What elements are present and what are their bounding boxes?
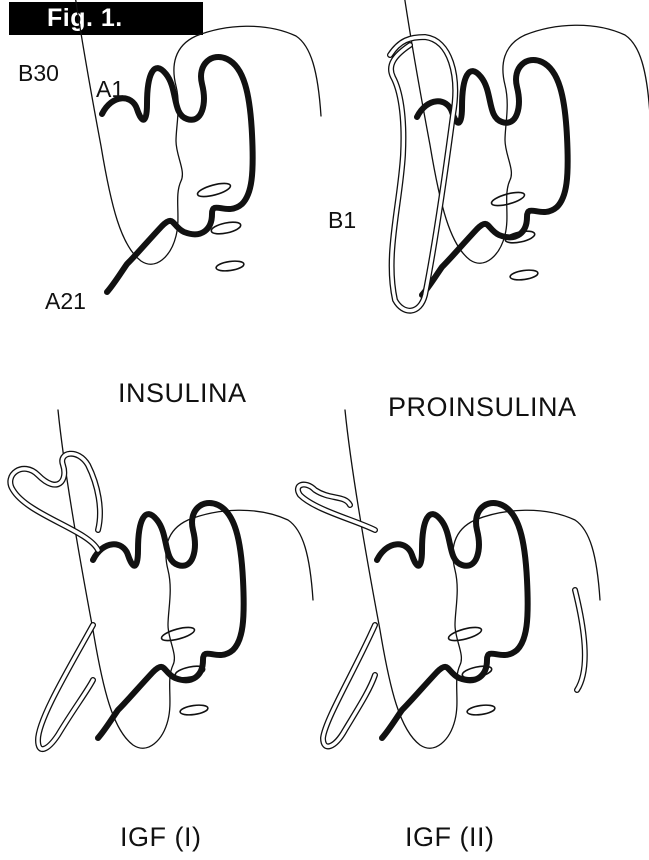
- label-a1: A1: [96, 76, 124, 103]
- igf1-structure: [10, 410, 313, 749]
- proinsulina-structure: [390, 0, 649, 311]
- igf2-structure: [298, 410, 600, 748]
- label-b1: B1: [328, 207, 356, 234]
- caption-proinsulina: PROINSULINA: [388, 392, 577, 423]
- caption-insulina: INSULINA: [118, 378, 247, 409]
- label-a21: A21: [45, 288, 86, 315]
- caption-igf2: IGF (II): [405, 822, 494, 853]
- caption-igf1: IGF (I): [120, 822, 201, 853]
- insulina-structure: [66, 0, 321, 292]
- label-b30: B30: [18, 60, 59, 87]
